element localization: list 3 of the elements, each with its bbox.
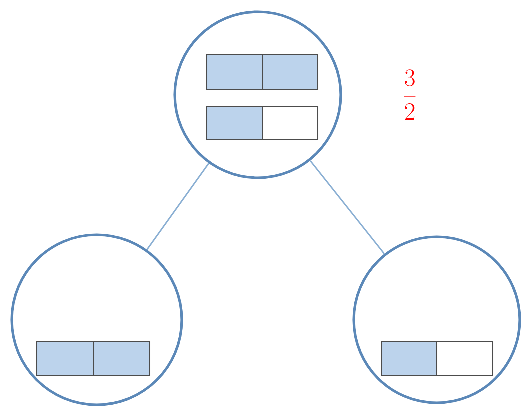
fraction: $\frac{3}{2}$	[404, 70, 416, 120]
connector-line	[146, 163, 210, 250]
connector-line	[310, 160, 386, 254]
